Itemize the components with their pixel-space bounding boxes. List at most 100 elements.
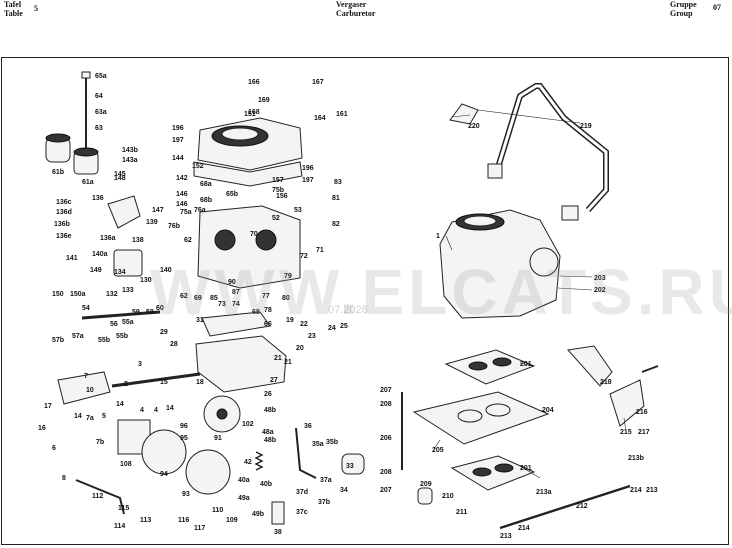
callout-139: 139 [146, 219, 158, 226]
callout-142: 142 [176, 175, 188, 182]
callout-4b: 4 [154, 407, 158, 414]
callout-65a: 65a [95, 73, 107, 80]
callout-38: 38 [274, 529, 282, 536]
group-label-de: Gruppe [670, 0, 697, 9]
callout-49a: 49a [238, 495, 250, 502]
pump-cover-93 [185, 449, 231, 495]
callout-58: 58 [146, 309, 154, 316]
callout-203: 203 [594, 275, 606, 282]
callout-136d: 136d [56, 209, 72, 216]
screw-head [81, 71, 91, 79]
callout-56: 56 [110, 321, 118, 328]
table-label-de: Tafel [4, 0, 22, 9]
callout-113: 113 [140, 517, 151, 524]
callout-218: 218 [600, 379, 612, 386]
callout-206: 206 [380, 435, 392, 442]
callout-68a: 68a [200, 181, 212, 188]
callout-17: 17 [44, 403, 52, 410]
callout-219: 219 [580, 123, 592, 130]
callout-213c: 213 [646, 487, 658, 494]
choke-lever [107, 195, 141, 229]
header-left: Tafel Table [4, 0, 23, 18]
callout-130: 130 [140, 277, 152, 284]
callout-49b: 49b [252, 511, 264, 518]
callout-31: 31 [196, 317, 204, 324]
callout-91: 91 [214, 435, 222, 442]
callout-21b: 21 [284, 359, 292, 366]
callout-27: 27 [270, 377, 278, 384]
callout-75a: 75a [180, 209, 192, 216]
callout-141: 141 [66, 255, 78, 262]
callout-144: 144 [172, 155, 184, 162]
callout-59: 59 [132, 309, 140, 316]
callout-212: 212 [576, 503, 588, 510]
diagram-frame [1, 57, 729, 545]
callout-36: 36 [304, 423, 312, 430]
callout-151: 151 [244, 111, 256, 118]
callout-52: 52 [272, 215, 280, 222]
callout-156: 156 [276, 193, 288, 200]
float-chamber [113, 249, 143, 277]
callout-94: 94 [160, 471, 168, 478]
callout-16: 16 [38, 425, 46, 432]
callout-168: 168 [248, 109, 260, 116]
callout-62b: 62 [180, 293, 188, 300]
callout-213d: 213 [500, 533, 512, 540]
callout-1: 1 [436, 233, 440, 240]
group-label-en: Group [670, 9, 693, 18]
callout-114: 114 [114, 523, 125, 530]
callout-214b: 214 [518, 525, 530, 532]
callout-95: 95 [180, 435, 188, 442]
callout-167: 167 [312, 79, 324, 86]
callout-196a: 196 [172, 125, 184, 132]
callout-102: 102 [242, 421, 254, 428]
callout-146a: 146 [176, 191, 188, 198]
callout-85: 85 [210, 295, 218, 302]
fuel-line-fitting [561, 205, 579, 221]
callout-136: 136 [92, 195, 104, 202]
header-center: Vergaser Carburetor [336, 0, 375, 18]
table-label-en: Table [4, 9, 23, 18]
callout-73: 73 [218, 301, 226, 308]
callout-4a: 4 [140, 407, 144, 414]
callout-133: 133 [122, 287, 134, 294]
callout-150a: 150a [70, 291, 86, 298]
callout-166: 166 [248, 79, 260, 86]
callout-140: 140 [160, 267, 172, 274]
callout-10: 10 [86, 387, 94, 394]
callout-54: 54 [82, 305, 90, 312]
callout-157: 157 [272, 177, 284, 184]
callout-8: 8 [62, 475, 66, 482]
callout-7: 7 [84, 373, 88, 380]
callout-34: 34 [340, 487, 348, 494]
callout-35b: 35b [326, 439, 338, 446]
callout-19: 19 [286, 317, 294, 324]
callout-28: 28 [170, 341, 178, 348]
callout-66: 66 [264, 321, 272, 328]
callout-145: 145 [114, 171, 126, 178]
callout-207b: 207 [380, 487, 392, 494]
lever-215 [609, 379, 645, 427]
callout-60: 60 [156, 305, 164, 312]
callout-220: 220 [468, 123, 480, 130]
callout-93: 93 [182, 491, 190, 498]
callout-69: 69 [194, 295, 202, 302]
callout-215: 215 [620, 429, 632, 436]
title-de: Vergaser [336, 0, 367, 9]
callout-37c: 37c [296, 509, 308, 516]
callout-15: 15 [160, 379, 168, 386]
callout-78: 78 [264, 307, 272, 314]
callout-136e: 136e [56, 233, 72, 240]
callout-164: 164 [314, 115, 326, 122]
callout-138: 138 [132, 237, 144, 244]
callout-64: 64 [95, 93, 103, 100]
callout-204: 204 [542, 407, 554, 414]
callout-55a: 55a [122, 319, 134, 326]
callout-79: 79 [284, 273, 292, 280]
callout-18: 18 [196, 379, 204, 386]
callout-143a: 143a [122, 157, 138, 164]
bracket-218 [567, 345, 613, 387]
leader-lines [433, 109, 627, 479]
